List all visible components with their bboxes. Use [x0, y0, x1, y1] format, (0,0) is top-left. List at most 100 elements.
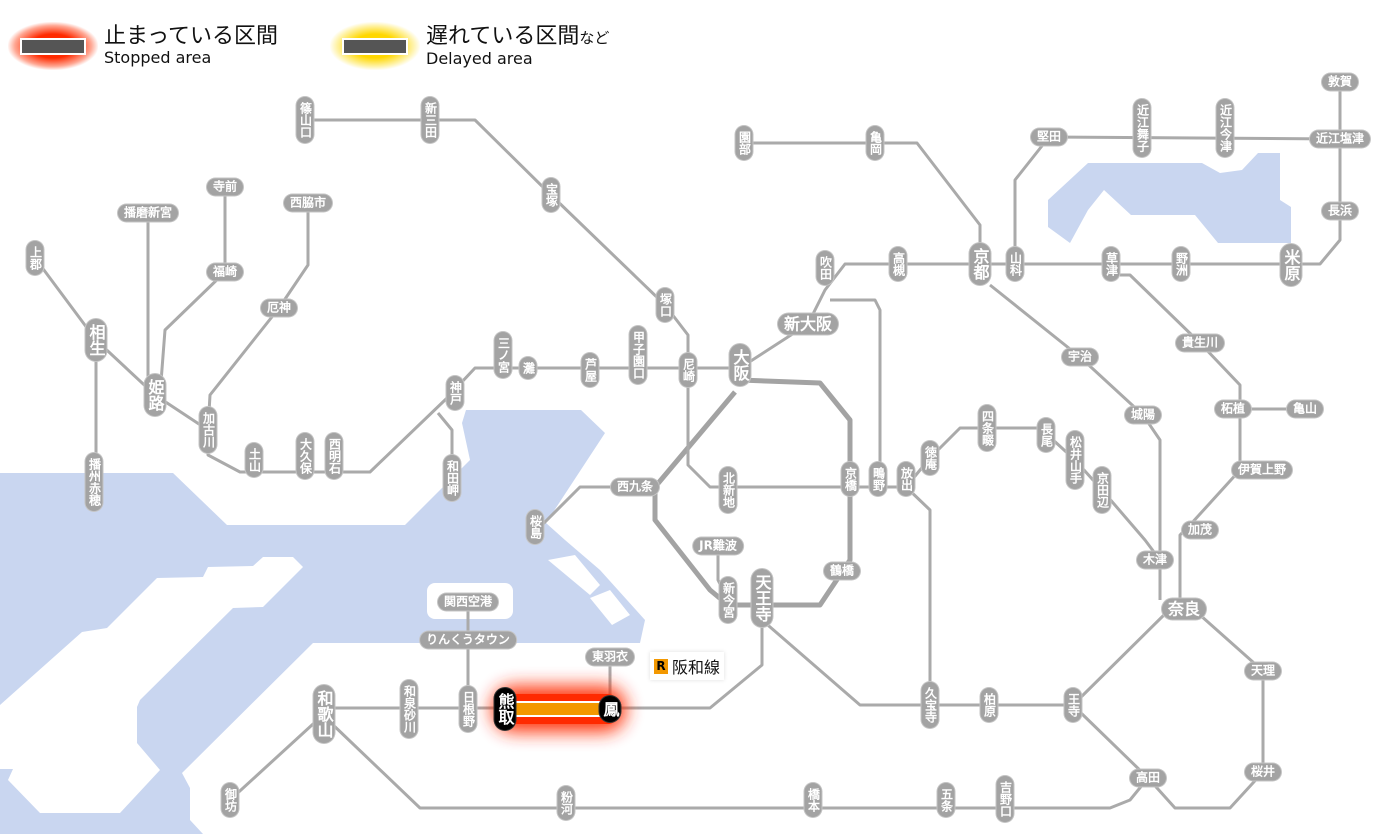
station-土山[interactable]: 土山	[245, 443, 263, 477]
rail-line	[328, 720, 1150, 810]
station-新今宮[interactable]: 新今宮	[719, 577, 737, 623]
station-橋本[interactable]: 橋本	[804, 783, 822, 817]
station-北新地[interactable]: 北新地	[719, 467, 737, 513]
station-高田[interactable]: 高田	[1129, 769, 1167, 787]
station-新大阪[interactable]: 新大阪	[777, 313, 839, 335]
station-京橋[interactable]: 京橋	[841, 462, 859, 496]
rail-line	[744, 141, 982, 264]
station-加古川[interactable]: 加古川	[199, 407, 217, 453]
station-寺前[interactable]: 寺前	[206, 178, 244, 196]
rail-line	[904, 426, 1162, 561]
station-福崎[interactable]: 福崎	[206, 263, 244, 281]
station-りんくうタウン[interactable]: りんくうタウン	[420, 631, 516, 649]
station-JR難波[interactable]: JR難波	[693, 537, 743, 555]
station-東羽衣[interactable]: 東羽衣	[585, 648, 635, 666]
station-木津[interactable]: 木津	[1136, 551, 1174, 569]
station-吉野口[interactable]: 吉野口	[996, 776, 1014, 822]
station-奈良[interactable]: 奈良	[1161, 598, 1207, 620]
legend-delayed-en: Delayed area	[426, 48, 533, 68]
station-新三田[interactable]: 新三田	[421, 97, 439, 143]
station-長尾[interactable]: 長尾	[1037, 418, 1055, 452]
station-篠山口[interactable]: 篠山口	[296, 97, 314, 143]
station-亀山[interactable]: 亀山	[1286, 400, 1324, 418]
station-粉河[interactable]: 粉河	[557, 786, 575, 820]
station-大久保[interactable]: 大久保	[296, 433, 314, 479]
station-京田辺[interactable]: 京田辺	[1093, 467, 1111, 513]
station-王寺[interactable]: 王寺	[1064, 688, 1082, 722]
station-近江今津[interactable]: 近江今津	[1216, 99, 1234, 157]
rail-line	[830, 298, 882, 487]
station-柏原[interactable]: 柏原	[980, 688, 998, 722]
station-山科[interactable]: 山科	[1006, 247, 1024, 281]
station-久宝寺[interactable]: 久宝寺	[921, 682, 939, 728]
station-放出[interactable]: 放出	[897, 462, 915, 496]
station-亀岡[interactable]: 亀岡	[866, 126, 884, 160]
station-上郡[interactable]: 上郡	[26, 241, 44, 275]
station-吹田[interactable]: 吹田	[816, 251, 834, 285]
rail-line	[206, 203, 310, 431]
station-野洲[interactable]: 野洲	[1172, 247, 1190, 281]
station-和田岬[interactable]: 和田岬	[443, 455, 461, 501]
station-厄神[interactable]: 厄神	[260, 299, 298, 317]
station-和歌山[interactable]: 和歌山	[313, 685, 335, 743]
station-京都[interactable]: 京都	[969, 243, 991, 285]
station-桜島[interactable]: 桜島	[526, 510, 544, 544]
station-播磨新宮[interactable]: 播磨新宮	[117, 204, 179, 222]
station-近江塩津[interactable]: 近江塩津	[1309, 130, 1371, 148]
station-西明石[interactable]: 西明石	[325, 433, 343, 479]
station-五条[interactable]: 五条	[937, 783, 955, 817]
station-徳庵[interactable]: 徳庵	[921, 441, 939, 475]
hanwa-line-label[interactable]: R 阪和線	[650, 652, 725, 680]
station-灘[interactable]: 灘	[519, 357, 537, 379]
station-大阪[interactable]: 大阪	[729, 344, 751, 386]
station-神戸[interactable]: 神戸	[446, 376, 464, 410]
station-伊賀上野[interactable]: 伊賀上野	[1231, 461, 1293, 479]
station-貴生川[interactable]: 貴生川	[1175, 334, 1225, 352]
station-加茂[interactable]: 加茂	[1181, 521, 1219, 539]
station-鶴橋[interactable]: 鶴橋	[823, 562, 861, 580]
rail-line	[652, 377, 853, 608]
station-姫路[interactable]: 姫路	[144, 374, 166, 416]
station-西九条[interactable]: 西九条	[610, 478, 660, 496]
station-西脇市[interactable]: 西脇市	[283, 194, 333, 212]
rail-line	[761, 607, 1172, 707]
station-近江舞子[interactable]: 近江舞子	[1133, 99, 1151, 157]
station-和泉砂川[interactable]: 和泉砂川	[400, 680, 418, 738]
station-桜井[interactable]: 桜井	[1244, 763, 1282, 781]
station-三ノ宮[interactable]: 三ノ宮	[494, 332, 512, 378]
station-播州赤穂[interactable]: 播州赤穂	[85, 453, 103, 511]
lake-biwa	[1048, 153, 1291, 243]
stopped-section-highlight	[492, 686, 626, 732]
station-御坊[interactable]: 御坊	[221, 783, 239, 817]
station-熊取[interactable]: 熊取	[494, 688, 516, 730]
station-堅田[interactable]: 堅田	[1030, 128, 1068, 146]
legend-delayed-jp: 遅れている区間など	[426, 23, 610, 49]
station-相生[interactable]: 相生	[85, 319, 107, 361]
station-宇治[interactable]: 宇治	[1061, 348, 1099, 366]
station-四条畷[interactable]: 四条畷	[978, 405, 996, 451]
station-鳳[interactable]: 鳳	[599, 696, 621, 722]
station-鴫野[interactable]: 鴫野	[869, 462, 887, 496]
station-敦賀[interactable]: 敦賀	[1321, 73, 1359, 91]
station-松井山手[interactable]: 松井山手	[1066, 431, 1084, 489]
station-草津[interactable]: 草津	[1102, 247, 1120, 281]
station-高槻[interactable]: 高槻	[889, 247, 907, 281]
station-甲子園口[interactable]: 甲子園口	[629, 326, 647, 384]
station-天理[interactable]: 天理	[1244, 662, 1282, 680]
station-柘植[interactable]: 柘植	[1214, 400, 1252, 418]
station-米原[interactable]: 米原	[1280, 244, 1302, 286]
station-芦屋[interactable]: 芦屋	[581, 353, 599, 387]
legend-stopped: 止まっている区間 Stopped area	[8, 22, 278, 70]
station-城陽[interactable]: 城陽	[1124, 406, 1162, 424]
station-長浜[interactable]: 長浜	[1321, 202, 1359, 220]
station-関西空港[interactable]: 関西空港	[437, 593, 499, 611]
station-宝塚[interactable]: 宝塚	[542, 178, 560, 212]
legend-stopped-jp: 止まっている区間	[104, 24, 279, 49]
station-園部[interactable]: 園部	[735, 126, 753, 160]
rail-line	[1078, 613, 1265, 810]
station-尼崎[interactable]: 尼崎	[679, 353, 697, 387]
station-天王寺[interactable]: 天王寺	[751, 569, 773, 627]
station-塚口[interactable]: 塚口	[656, 288, 674, 322]
station-日根野[interactable]: 日根野	[459, 686, 477, 732]
rail-line	[228, 712, 326, 802]
